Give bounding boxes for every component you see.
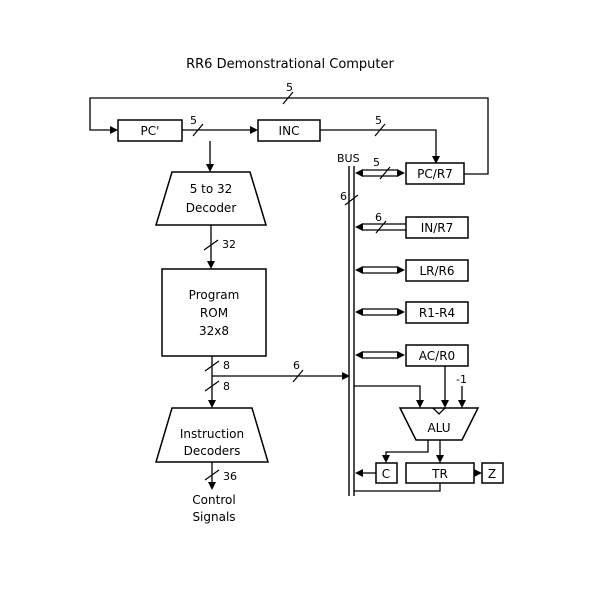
decoder-block <box>154 171 268 226</box>
tr-label: TR <box>431 467 448 481</box>
decoder-label-2: Decoder <box>186 201 237 215</box>
alu-block <box>398 407 480 441</box>
bus-label: BUS <box>337 152 360 165</box>
to-instr-width-label: 8 <box>223 380 230 393</box>
in-r7-label: IN/R7 <box>421 221 454 235</box>
ac-r0-register <box>405 344 469 367</box>
inc-label: INC <box>279 124 300 138</box>
width-tick <box>192 123 204 137</box>
arrowhead <box>206 164 214 172</box>
arrowhead <box>355 223 363 231</box>
feedback-wire <box>89 97 489 175</box>
zero-flag <box>481 462 504 484</box>
lr-r6-label: LR/R6 <box>419 264 454 278</box>
control-signals-label-2: Signals <box>192 510 235 524</box>
arrowhead <box>355 169 363 177</box>
width-tick <box>204 360 220 372</box>
bus-pc-width-label: 5 <box>373 156 380 169</box>
arrowhead <box>110 126 118 134</box>
alu-notch <box>432 407 446 415</box>
arrowhead <box>432 156 440 164</box>
minus-one-label: -1 <box>456 373 467 386</box>
feedback-width-label: 5 <box>286 81 293 94</box>
c-label: C <box>382 467 390 481</box>
arrowhead <box>355 469 363 477</box>
inc-out-width-label: 5 <box>375 114 382 127</box>
arrowhead <box>355 308 363 316</box>
arrowhead <box>416 400 424 408</box>
arrowhead <box>208 482 216 490</box>
pc-prime-label: PC' <box>141 124 160 138</box>
control-width-label: 36 <box>223 470 237 483</box>
width-tick <box>203 239 219 251</box>
pc-r7-label: PC/R7 <box>417 167 453 181</box>
program-rom <box>161 268 267 357</box>
arrowhead <box>207 261 215 269</box>
r1-r4-label: R1-R4 <box>419 306 455 320</box>
arrowhead <box>397 169 405 177</box>
ac-r0-label: AC/R0 <box>419 349 455 363</box>
pc-out-width-label: 5 <box>190 114 197 127</box>
rom-to-bus-width-label: 6 <box>293 359 300 372</box>
arrowhead <box>355 266 363 274</box>
width-tick <box>379 166 391 180</box>
width-tick <box>204 380 220 392</box>
pc-r7-register <box>405 162 465 185</box>
lr-r6-register <box>405 259 469 282</box>
arrowhead <box>397 266 405 274</box>
tr-to-bus-wire <box>354 483 441 492</box>
decoder-out-width-label: 32 <box>222 238 236 251</box>
inc-to-pc-wire <box>320 129 437 158</box>
alu-label: ALU <box>427 421 450 435</box>
instruction-decoders-block <box>154 407 270 463</box>
bus-to-alu-wire <box>354 385 421 402</box>
arrowhead <box>397 351 405 359</box>
arrowhead <box>250 126 258 134</box>
rom-label-3: 32x8 <box>199 324 229 338</box>
arrowhead <box>458 400 466 408</box>
width-tick <box>292 369 304 383</box>
r1-r4-registers <box>405 301 469 324</box>
width-tick <box>344 194 359 206</box>
arrowhead <box>441 400 449 408</box>
arrowhead <box>436 455 444 463</box>
arrowhead <box>382 455 390 463</box>
width-tick <box>375 220 387 234</box>
alu-to-c-wire <box>385 440 429 458</box>
bus-width-label: 6 <box>340 190 347 203</box>
decoder-label-1: 5 to 32 <box>190 182 233 196</box>
rom-out-width-label: 8 <box>223 359 230 372</box>
in-r7-register <box>405 216 469 239</box>
diagram-title: RR6 Demonstrational Computer <box>186 57 394 72</box>
width-tick <box>374 123 386 137</box>
z-label: Z <box>488 467 496 481</box>
rom-label-1: Program <box>189 288 240 302</box>
arrowhead <box>474 469 482 477</box>
width-tick <box>204 469 220 481</box>
width-tick <box>282 91 294 105</box>
arrowhead <box>208 400 216 408</box>
instr-dec-label-2: Decoders <box>184 444 241 458</box>
instr-dec-label-1: Instruction <box>180 427 244 441</box>
arrowhead <box>355 351 363 359</box>
control-signals-label-1: Control <box>192 493 235 507</box>
arrowhead <box>342 372 350 380</box>
rom-label-2: ROM <box>200 306 228 320</box>
bus-in-width-label: 6 <box>375 211 382 224</box>
arrowhead <box>397 308 405 316</box>
